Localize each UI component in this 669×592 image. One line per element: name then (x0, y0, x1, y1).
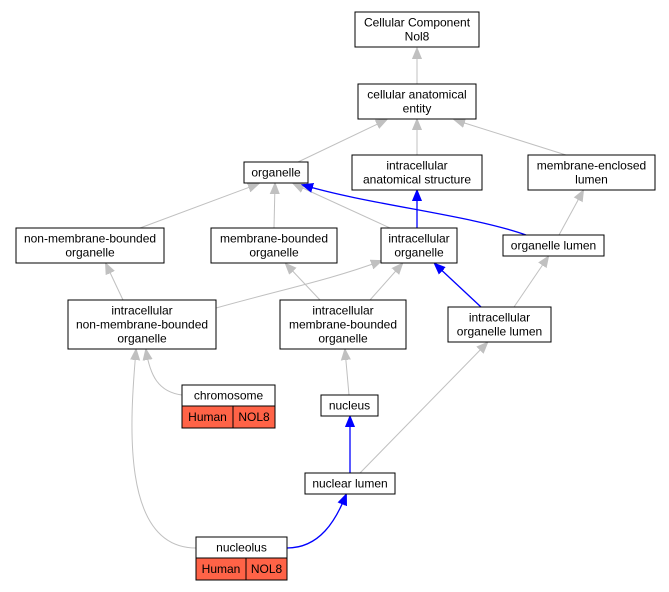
node-label: cellular anatomical (367, 88, 466, 102)
node-label: non-membrane-bounded (24, 232, 156, 246)
node-box (380, 227, 458, 264)
node-box (447, 306, 552, 343)
edge-iol-to-io (435, 264, 482, 308)
node-box (354, 11, 480, 48)
node-box (304, 472, 396, 495)
node-label: organelle (318, 332, 368, 346)
edge-nl-to-iol (359, 343, 487, 474)
node-box (243, 161, 309, 184)
annotation-cell (232, 405, 276, 429)
node-nucleus[interactable]: nucleus (320, 394, 379, 417)
node-label: organelle (117, 332, 167, 346)
annotation-species: Human (202, 562, 241, 576)
node-label: organelle (65, 246, 115, 260)
edge-nucleolus-to-nl (286, 495, 346, 549)
node-label: organelle (249, 246, 299, 260)
node-ol[interactable]: organelle lumen (502, 234, 605, 257)
annotation-gene: NOL8 (238, 410, 270, 424)
edge-inmbo-to-nmbo (106, 264, 124, 301)
node-inmbo[interactable]: intracellularnon-membrane-boundedorganel… (67, 299, 217, 350)
node-label: entity (403, 102, 432, 116)
edge-ol-to-mel (558, 191, 583, 236)
node-label: intracellular (312, 304, 373, 318)
node-nl[interactable]: nuclear lumen (304, 472, 396, 495)
node-label: lumen (575, 173, 608, 187)
edges-layer (106, 49, 583, 549)
node-label: membrane-enclosed (537, 159, 646, 173)
node-label: chromosome (194, 389, 264, 403)
node-org[interactable]: organelle (243, 161, 309, 184)
node-label: organelle (394, 246, 444, 260)
edge-iol-to-ol (513, 257, 548, 308)
edge-chrom-to-inmbo (146, 350, 183, 396)
edge-imbo-to-io (369, 264, 402, 301)
node-label: nuclear lumen (312, 477, 387, 491)
node-label: organelle lumen (511, 239, 596, 253)
node-label: membrane-bounded (289, 318, 397, 332)
edge-inmbo-to-io (215, 261, 381, 309)
edge-mbo-to-org (274, 184, 275, 229)
node-label: intracellular (388, 232, 449, 246)
node-box (502, 234, 605, 257)
annotation-gene: NOL8 (251, 562, 283, 576)
node-label: membrane-bounded (220, 232, 328, 246)
edge-ol-to-org (303, 185, 527, 236)
node-label: intracellular (111, 304, 172, 318)
node-box (351, 154, 483, 191)
node-label: nucleus (329, 399, 370, 413)
node-label: Nol8 (405, 30, 430, 44)
node-box (357, 83, 477, 120)
edge-nmbo-to-org (139, 184, 258, 229)
edge-org-to-cae (297, 120, 386, 163)
node-label: anatomical structure (363, 173, 471, 187)
node-box (210, 227, 338, 264)
node-label: intracellular (386, 159, 447, 173)
edge-nucleolus-to-inmbo (132, 350, 197, 549)
edge-mel-to-cae (455, 120, 567, 156)
edge-io-to-org (294, 184, 391, 229)
edge-imbo-to-mbo (286, 264, 321, 301)
node-label: organelle (251, 166, 301, 180)
annotation-cell (245, 557, 288, 581)
node-label: organelle lumen (457, 325, 542, 339)
node-box (527, 154, 656, 191)
node-label: intracellular (469, 311, 530, 325)
node-label: nucleolus (216, 541, 267, 555)
node-box (15, 227, 165, 264)
node-box (67, 299, 217, 350)
node-box (279, 299, 407, 350)
edge-nucleus-to-imbo (345, 350, 349, 396)
node-box (320, 394, 379, 417)
node-label: Cellular Component (364, 16, 471, 30)
annotation-species: Human (188, 410, 227, 424)
node-label: non-membrane-bounded (76, 318, 208, 332)
